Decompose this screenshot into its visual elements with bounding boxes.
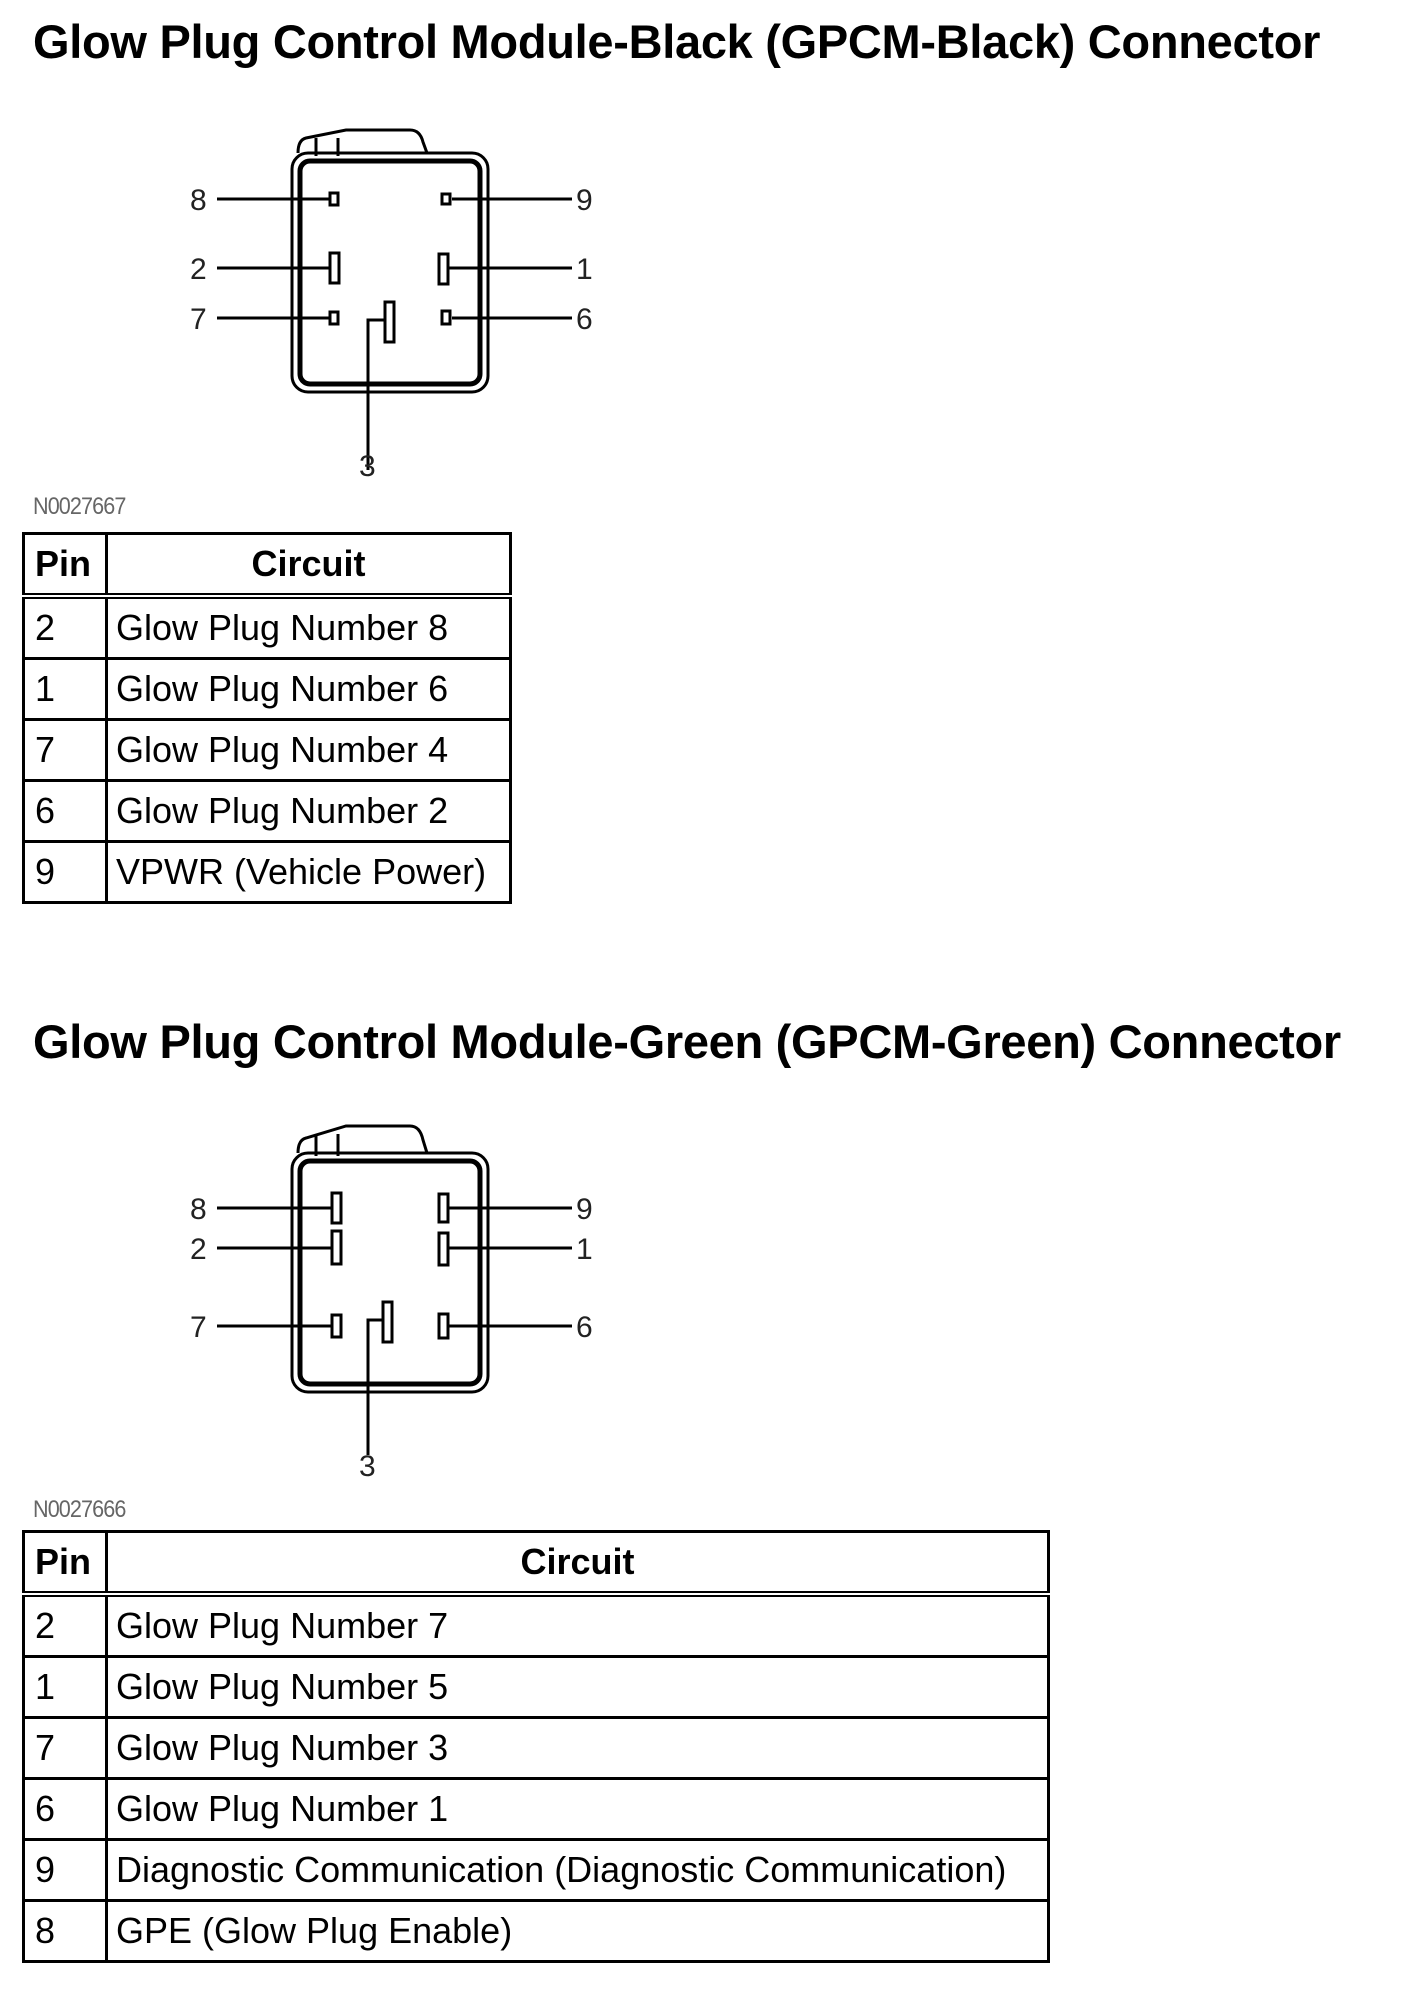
pin-6-terminal bbox=[440, 309, 452, 326]
connector-housing bbox=[290, 128, 490, 394]
circuit-cell: Diagnostic Communication (Diagnostic Com… bbox=[105, 1838, 1050, 1902]
pin-label-8: 8 bbox=[190, 1193, 207, 1226]
pin-cell: 9 bbox=[22, 1838, 108, 1902]
pin-9-terminal bbox=[437, 1192, 450, 1224]
circuit-cell: GPE (Glow Plug Enable) bbox=[105, 1899, 1050, 1963]
pin-label-1: 1 bbox=[576, 253, 593, 286]
pin-3-terminal bbox=[383, 300, 396, 344]
pin-3-terminal bbox=[381, 1300, 394, 1344]
pin-label-6: 6 bbox=[576, 1311, 593, 1344]
pin-cell: 8 bbox=[22, 1899, 108, 1963]
pin-cell: 6 bbox=[22, 1777, 108, 1841]
pin-cell: 7 bbox=[22, 1716, 108, 1780]
pin-cell: 9 bbox=[22, 840, 108, 904]
pin-6-terminal bbox=[437, 1312, 450, 1340]
circuit-cell: Glow Plug Number 3 bbox=[105, 1716, 1050, 1780]
section-title-green: Glow Plug Control Module-Green (GPCM-Gre… bbox=[33, 1015, 1341, 1068]
pin-7-terminal bbox=[330, 1313, 343, 1339]
figure-id-green: N0027666 bbox=[33, 1496, 126, 1523]
circuit-cell: Glow Plug Number 8 bbox=[105, 594, 512, 660]
pin-label-6: 6 bbox=[576, 303, 593, 336]
header-circuit: Circuit bbox=[105, 532, 512, 599]
circuit-cell: Glow Plug Number 7 bbox=[105, 1592, 1050, 1658]
pin-cell: 1 bbox=[22, 1655, 108, 1719]
pin-cell: 6 bbox=[22, 779, 108, 843]
pin-label-8: 8 bbox=[190, 184, 207, 217]
pin-1-terminal bbox=[437, 1231, 450, 1267]
pin-1-terminal bbox=[437, 252, 450, 286]
pin-label-1: 1 bbox=[576, 1233, 593, 1266]
header-pin: Pin bbox=[22, 532, 108, 599]
table-header: Pin Circuit bbox=[22, 1530, 1050, 1597]
pin-cell: 1 bbox=[22, 657, 108, 721]
pin-9-terminal bbox=[440, 192, 452, 206]
circuit-cell: Glow Plug Number 5 bbox=[105, 1655, 1050, 1719]
table-header: Pin Circuit bbox=[22, 532, 512, 599]
header-circuit: Circuit bbox=[105, 1530, 1050, 1597]
pin-label-3: 3 bbox=[359, 450, 376, 480]
connector-housing bbox=[290, 1124, 490, 1394]
circuit-cell: Glow Plug Number 6 bbox=[105, 657, 512, 721]
section-title-black: Glow Plug Control Module-Black (GPCM-Bla… bbox=[33, 15, 1321, 68]
connector-diagram-green: 8 9 2 1 7 6 3 bbox=[190, 1124, 593, 1480]
pin-label-9: 9 bbox=[576, 184, 593, 217]
pin-label-2: 2 bbox=[190, 253, 207, 286]
pin-2-terminal bbox=[328, 251, 341, 285]
pin-cell: 7 bbox=[22, 718, 108, 782]
circuit-cell: Glow Plug Number 1 bbox=[105, 1777, 1050, 1841]
circuit-cell: Glow Plug Number 2 bbox=[105, 779, 512, 843]
pin-8-terminal bbox=[330, 1191, 343, 1225]
connector-diagram-black: 8 9 2 1 7 6 3 bbox=[190, 128, 593, 480]
circuit-cell: VPWR (Vehicle Power) bbox=[105, 840, 512, 904]
pin-2-terminal bbox=[330, 1229, 343, 1266]
pin-label-7: 7 bbox=[190, 1311, 207, 1344]
pin-label-7: 7 bbox=[190, 303, 207, 336]
circuit-cell: Glow Plug Number 4 bbox=[105, 718, 512, 782]
header-pin: Pin bbox=[22, 1530, 108, 1597]
pin-label-9: 9 bbox=[576, 1193, 593, 1226]
pin-7-terminal bbox=[328, 310, 340, 326]
pin-cell: 2 bbox=[22, 594, 108, 660]
pin-label-3: 3 bbox=[359, 1450, 376, 1480]
figure-id-black: N0027667 bbox=[33, 493, 126, 520]
pin-label-2: 2 bbox=[190, 1233, 207, 1266]
pin-cell: 2 bbox=[22, 1592, 108, 1658]
pin-8-terminal bbox=[328, 191, 340, 207]
